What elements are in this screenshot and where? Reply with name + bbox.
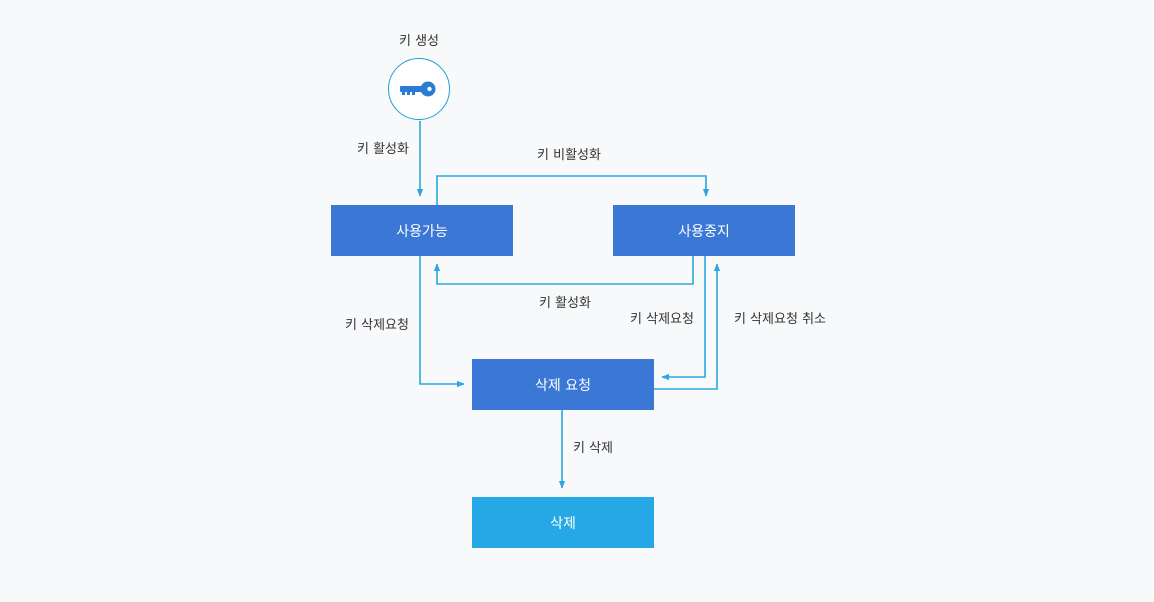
- state-deleted: 삭제: [472, 497, 654, 548]
- state-suspended-label: 사용중지: [678, 223, 730, 240]
- edge-label-request-delete-suspended: 키 삭제요청: [630, 312, 694, 327]
- state-delete-request: 삭제 요청: [472, 359, 654, 410]
- edge-label-activate-initial: 키 활성화: [357, 142, 409, 157]
- edge-label-deactivate: 키 비활성화: [537, 148, 601, 163]
- arrow-request-delete-from-suspended: [661, 256, 706, 381]
- edge-label-delete: 키 삭제: [572, 441, 614, 456]
- key-icon: [399, 81, 435, 96]
- arrow-request-delete-from-available: [419, 256, 465, 388]
- state-delete-request-label: 삭제 요청: [535, 377, 591, 394]
- state-suspended: 사용중지: [613, 205, 795, 256]
- state-available-label: 사용가능: [396, 223, 448, 240]
- key-create-label: 키 생성: [398, 34, 440, 49]
- edge-label-cancel-delete-request: 키 삭제요청 취소: [734, 312, 826, 327]
- arrow-deactivate: [436, 175, 710, 205]
- state-deleted-label: 삭제: [550, 515, 576, 532]
- edge-label-reactivate: 키 활성화: [539, 296, 591, 311]
- arrow-reactivate: [433, 256, 694, 285]
- state-available: 사용가능: [331, 205, 513, 256]
- arrow-cancel-delete-request: [654, 263, 721, 390]
- key-create-node: [388, 58, 450, 120]
- edge-label-request-delete-available: 키 삭제요청: [345, 318, 409, 333]
